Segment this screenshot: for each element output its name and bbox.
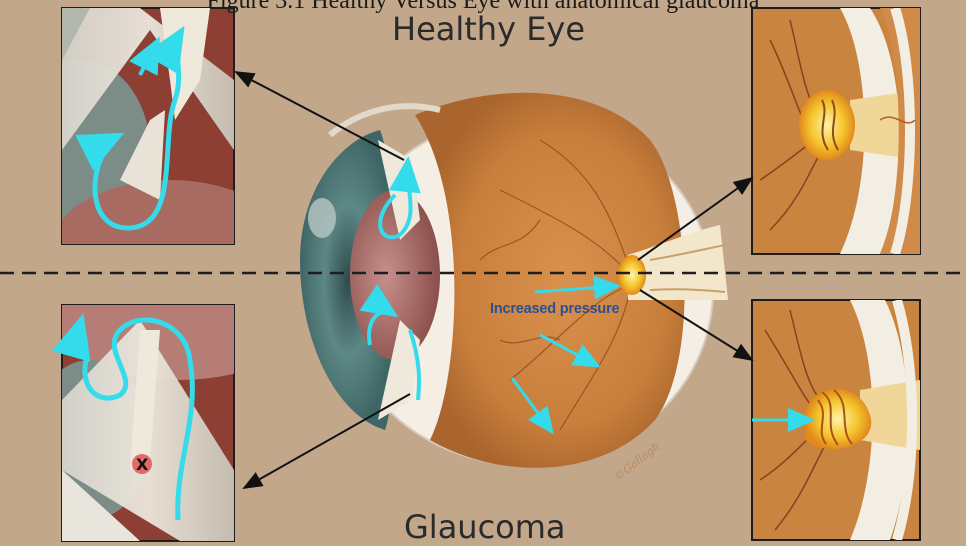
glaucoma-heading: Glaucoma xyxy=(404,508,566,546)
healthy-optic-nerve-panel xyxy=(752,8,920,254)
increased-pressure-label: Increased pressure xyxy=(490,301,619,317)
eye-cross-section xyxy=(300,93,728,468)
glaucoma-drainage-panel xyxy=(30,240,310,541)
blocked-drain-marker: X xyxy=(136,455,148,474)
healthy-eye-heading: Healthy Eye xyxy=(392,10,585,48)
glaucoma-optic-nerve-panel xyxy=(752,300,920,540)
